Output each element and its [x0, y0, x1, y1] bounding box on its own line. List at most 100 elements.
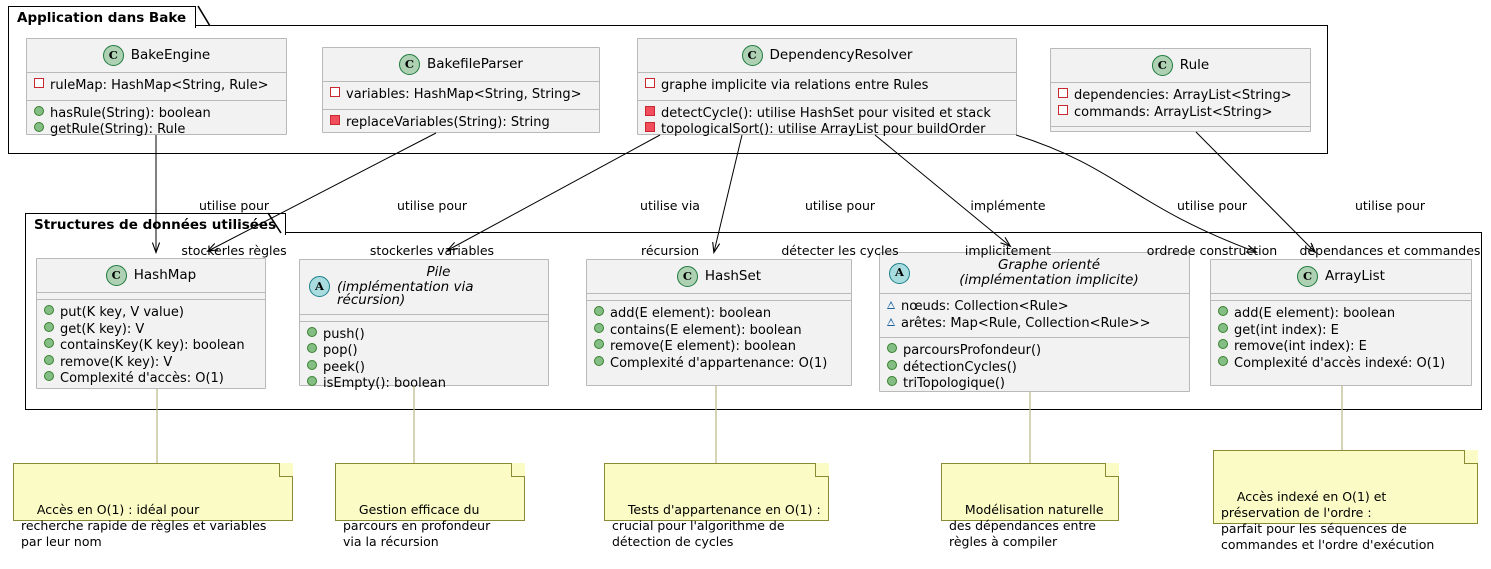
methods-compartment-hashset: add(E element): boolean contains(E eleme…	[587, 301, 851, 377]
method-row: Complexité d'appartenance: O(1)	[594, 355, 843, 373]
method-row: Complexité d'accès indexé: O(1)	[1218, 355, 1463, 373]
attribute-row: commands: ArrayList<String>	[1058, 104, 1302, 122]
note-text: Gestion efficace du parcours en profonde…	[343, 502, 491, 549]
method-row: remove(E element): boolean	[594, 339, 843, 356]
public-visibility-icon	[307, 376, 317, 386]
class-subtitle-label: (implémentation implicite)	[959, 271, 1139, 288]
edge-label-bakeengine-hashmap: utilise pour stockerles règles	[164, 168, 304, 288]
public-visibility-icon	[44, 321, 54, 332]
class-name-label: HashSet	[704, 267, 762, 284]
method-row: add(E element): boolean	[1218, 306, 1463, 323]
edge-label-line2: stockerles règles	[181, 243, 287, 258]
uml-diagram-canvas: Application dans Bake C BakeEngine ruleM…	[8, 5, 1490, 552]
method-row: hasRule(String): boolean	[34, 105, 278, 123]
attribute-label: ruleMap: HashMap<String, Rule>	[50, 78, 269, 93]
attribute-row: nœuds: Collection<Rule>	[886, 299, 1181, 316]
public-visibility-icon	[594, 355, 604, 366]
method-row: containsKey(K key): boolean	[44, 338, 257, 355]
abstract-stereotype-icon: A	[889, 262, 910, 284]
private-visibility-icon	[330, 87, 340, 97]
attributes-compartment-graphe: nœuds: Collection<Rule> arêtes: Map<Rule…	[880, 294, 1189, 338]
class-title-graphe-oriente: A Graphe orienté (implémentation implici…	[880, 253, 1189, 294]
edge-label-line2: implicitement	[964, 243, 1052, 258]
class-box-arraylist[interactable]: C ArrayList add(E element): boolean get(…	[1210, 259, 1472, 386]
method-row: contains(E element): boolean	[594, 322, 843, 340]
attribute-label: graphe implicite via relations entre Rul…	[661, 78, 929, 93]
method-row: get(int index): E	[1218, 322, 1463, 340]
class-box-bakeengine[interactable]: C BakeEngine ruleMap: HashMap<String, Ru…	[26, 38, 287, 137]
method-row: détectionCycles()	[887, 359, 1181, 377]
package-structures-de-donnees	[25, 232, 1482, 410]
package-application-dans-bake-tab: Application dans Bake	[8, 6, 197, 28]
attributes-compartment-arraylist-empty	[1211, 294, 1471, 301]
method-label: topologicalSort(): utilise ArrayList pou…	[661, 122, 986, 137]
class-stereotype-icon: C	[741, 45, 763, 66]
edge-label-resolver-arraylist: utilise pour ordrede construction	[1122, 168, 1302, 288]
note-fold-corner	[815, 463, 829, 477]
method-row: getRule(String): Rule	[34, 122, 278, 139]
attribute-label: variables: HashMap<String, String>	[346, 87, 582, 102]
method-label: isEmpty(): boolean	[323, 376, 446, 391]
class-box-hashmap[interactable]: C HashMap put(K key, V value) get(K key)…	[36, 258, 266, 389]
class-box-graphe-oriente[interactable]: A Graphe orienté (implémentation implici…	[879, 252, 1190, 392]
edge-label-line2: ordrede construction	[1146, 243, 1278, 258]
note-text: Accès en O(1) : idéal pour recherche rap…	[21, 502, 267, 549]
private-visibility-icon	[1058, 88, 1068, 98]
method-label: push()	[323, 326, 365, 342]
methods-compartment-bakeengine: hasRule(String): boolean getRule(String)…	[27, 101, 286, 144]
class-title-bakeengine: C BakeEngine	[27, 39, 286, 73]
class-name-label: Rule	[1179, 56, 1210, 73]
edge-label-line2: stockerles variables	[369, 243, 495, 258]
class-box-bakefileparser[interactable]: C BakefileParser variables: HashMap<Stri…	[322, 47, 600, 133]
attributes-compartment-hashset-empty	[587, 294, 851, 301]
method-row: isEmpty(): boolean	[307, 376, 540, 393]
class-title-dependencyresolver: C DependencyResolver	[638, 39, 1016, 73]
public-visibility-icon	[594, 339, 604, 349]
attribute-row: graphe implicite via relations entre Rul…	[645, 78, 1008, 95]
edge-label-resolver-graphe: implémente implicitement	[943, 168, 1073, 288]
public-visibility-icon	[34, 105, 44, 116]
class-name-label: DependencyResolver	[769, 46, 913, 63]
method-label: remove(E element): boolean	[610, 339, 796, 354]
methods-compartment-arraylist: add(E element): boolean get(int index): …	[1211, 301, 1471, 377]
class-box-dependencyresolver[interactable]: C DependencyResolver graphe implicite vi…	[637, 38, 1017, 137]
method-row: triTopologique()	[887, 376, 1181, 393]
method-label: get(K key): V	[60, 321, 145, 337]
attributes-compartment-rule: dependencies: ArrayList<String> commands…	[1051, 83, 1310, 127]
method-label: parcoursProfondeur()	[903, 343, 1042, 358]
method-label: Complexité d'appartenance: O(1)	[610, 355, 828, 371]
edge-label-line1: utilise pour	[804, 198, 876, 213]
method-label: pop()	[323, 343, 358, 358]
public-visibility-icon	[1218, 306, 1228, 316]
note-graphe: Modélisation naturelle des dépendances e…	[941, 463, 1119, 549]
private-method-visibility-icon	[330, 114, 340, 125]
attribute-label: commands: ArrayList<String>	[1074, 104, 1273, 120]
method-row: Complexité d'accès: O(1)	[44, 371, 257, 388]
method-label: hasRule(String): boolean	[50, 105, 211, 121]
class-name-label: ArrayList	[1325, 267, 1385, 284]
class-title-rule: C Rule	[1051, 49, 1310, 83]
class-title-hashset: C HashSet	[587, 260, 851, 294]
methods-compartment-bakefileparser: replaceVariables(String): String	[323, 110, 599, 137]
edge-label-line1: utilise pour	[1176, 198, 1248, 213]
note-pile: Gestion efficace du parcours en profonde…	[335, 463, 525, 549]
method-label: détectionCycles()	[903, 359, 1017, 375]
class-box-rule[interactable]: C Rule dependencies: ArrayList<String> c…	[1050, 48, 1311, 132]
edge-label-resolver-hashset: utilise pour détecter les cycles	[760, 168, 920, 288]
edge-label-line1: utilise pour	[396, 198, 468, 213]
class-box-pile[interactable]: A Pile (implémentation via récursion) pu…	[299, 259, 549, 391]
note-text: Modélisation naturelle des dépendances e…	[949, 502, 1104, 549]
package-application-title: Application dans Bake	[17, 10, 187, 26]
class-name-label: BakeEngine	[130, 46, 211, 63]
attribute-label: arêtes: Map<Rule, Collection<Rule>>	[901, 315, 1151, 331]
class-box-hashset[interactable]: C HashSet add(E element): boolean contai…	[586, 259, 852, 386]
class-title-pile: A Pile (implémentation via récursion)	[300, 260, 548, 315]
attribute-label: nœuds: Collection<Rule>	[901, 299, 1069, 314]
attribute-row: variables: HashMap<String, String>	[330, 87, 591, 104]
method-row: add(E element): boolean	[594, 306, 843, 323]
edge-label-line1: utilise pour	[198, 198, 270, 213]
private-visibility-icon	[1058, 104, 1068, 115]
class-stereotype-icon: C	[105, 265, 127, 286]
edge-label-rule-arraylist: utilise pour dépendances et commandes	[1290, 168, 1490, 288]
public-visibility-icon	[307, 326, 317, 337]
